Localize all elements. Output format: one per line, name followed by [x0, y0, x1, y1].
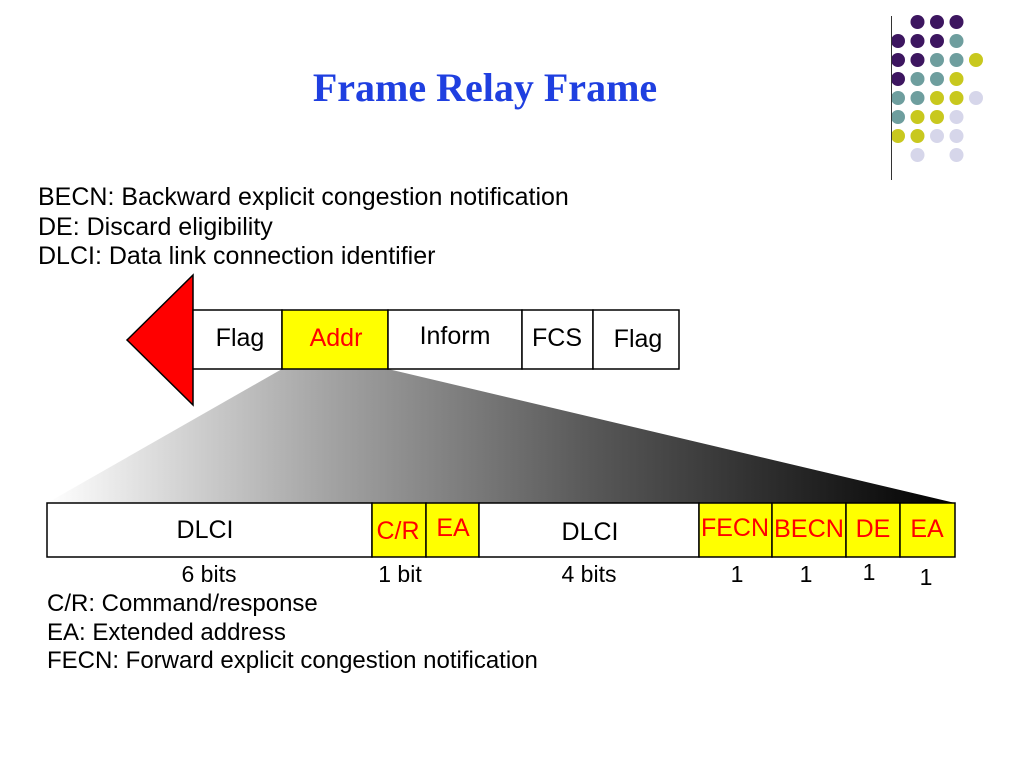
size-ea: 1 [920, 564, 933, 590]
addr-label-cr: C/R [376, 517, 419, 545]
bit-size-row: 6 bits 1 bit 4 bits 1 1 1 1 [182, 559, 933, 590]
size-dlci-low: 4 bits [562, 561, 617, 587]
size-becn: 1 [800, 561, 813, 587]
direction-arrow-icon [127, 275, 193, 405]
frame-row: Flag Addr Inform FCS Flag [193, 310, 679, 369]
frame-label-flag-end: Flag [614, 325, 663, 353]
size-fecn: 1 [731, 561, 744, 587]
addr-label-fecn: FECN [701, 514, 769, 542]
addr-label-ea-1: EA [436, 514, 470, 542]
definition-ea: EA: Extended address [47, 619, 538, 648]
definitions-bottom: C/R: Command/response EA: Extended addre… [47, 590, 538, 676]
addr-label-ea-2: EA [910, 515, 944, 543]
frame-label-fcs: FCS [532, 324, 582, 352]
size-dlci-high: 6 bits [182, 561, 237, 587]
addr-label-de: DE [856, 515, 891, 543]
frame-label-inform: Inform [420, 322, 491, 350]
size-cr: 1 bit [378, 561, 422, 587]
size-de: 1 [863, 559, 876, 585]
definition-fecn: FECN: Forward explicit congestion notifi… [47, 647, 538, 676]
addr-label-dlci-high: DLCI [177, 516, 234, 544]
addr-label-becn: BECN [774, 515, 844, 543]
address-row: DLCI C/R EA DLCI FECN BECN DE EA [47, 503, 955, 557]
frame-label-flag-start: Flag [216, 324, 265, 352]
definition-cr: C/R: Command/response [47, 590, 538, 619]
addr-label-dlci-low: DLCI [562, 518, 619, 546]
frame-label-addr: Addr [310, 324, 363, 352]
